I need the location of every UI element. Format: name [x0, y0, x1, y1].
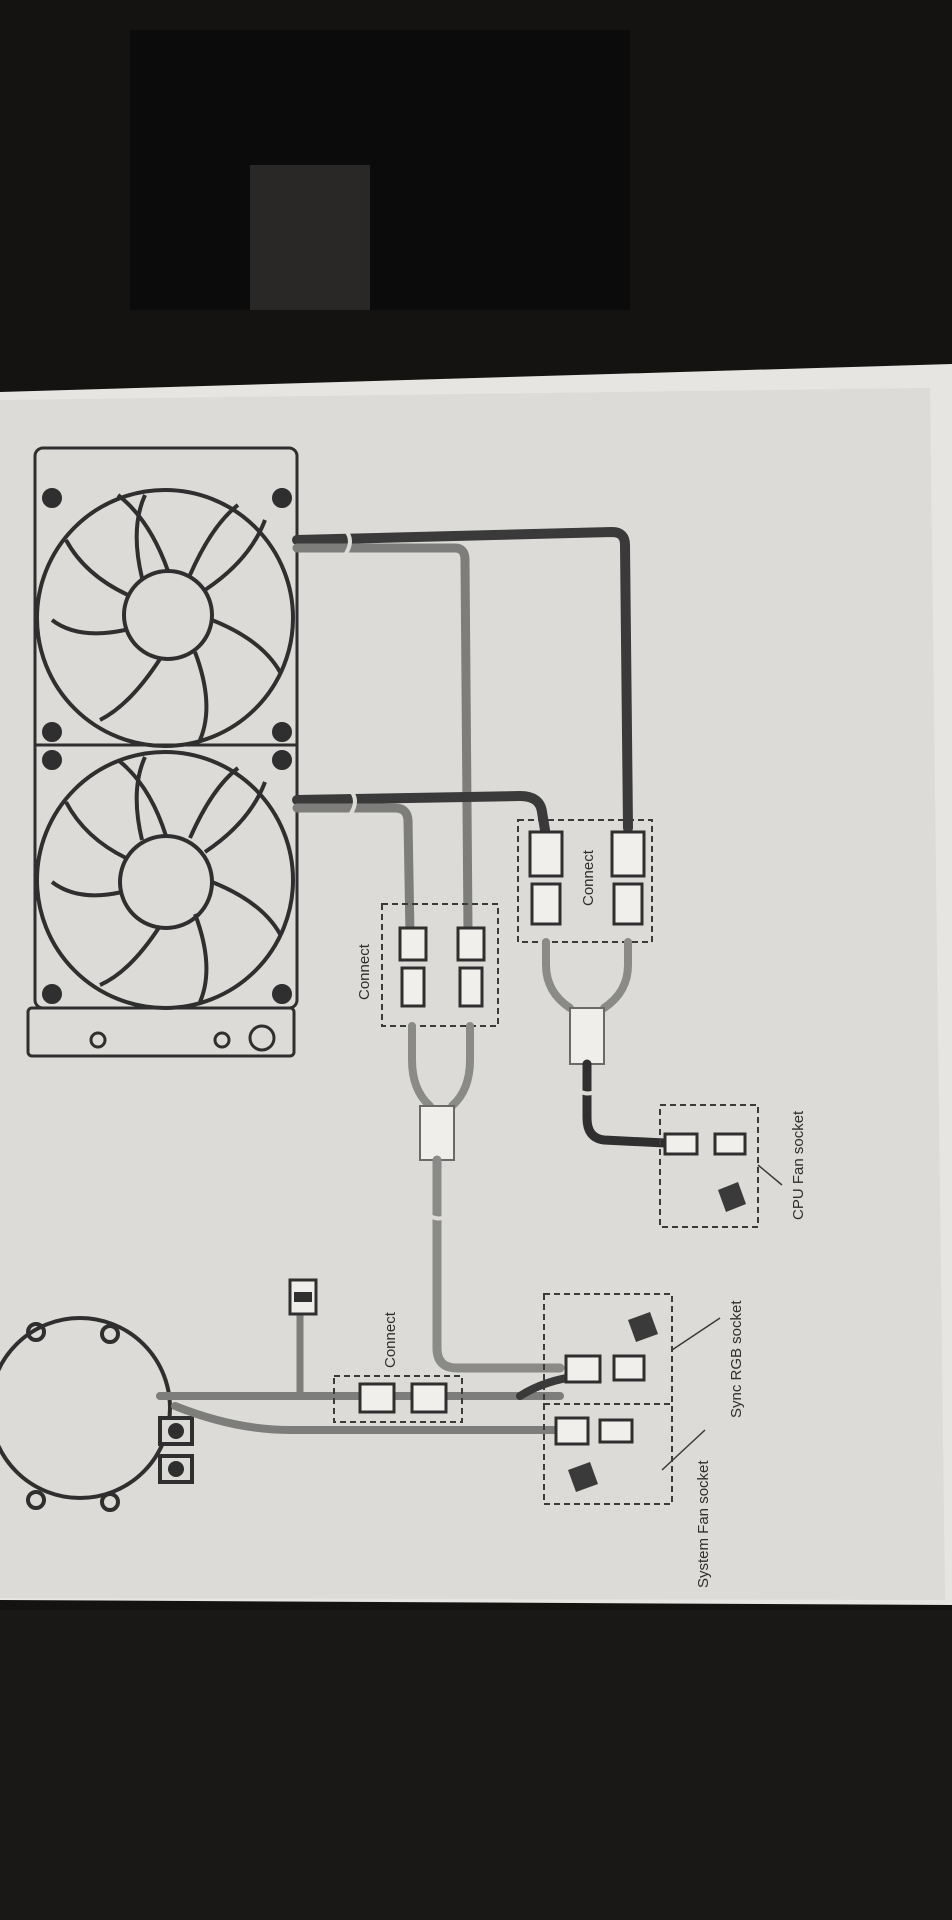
connect-box-pump [333, 1375, 463, 1423]
sync-rgb-socket-box [543, 1293, 721, 1405]
background-object [250, 165, 370, 310]
fan-top [35, 488, 295, 748]
splitter-fan-rgb [542, 938, 670, 1148]
connect-box-fan-rgb [517, 819, 653, 943]
splitter-fan-power [408, 1022, 565, 1373]
system-fan-socket-box [543, 1403, 706, 1505]
fan-bottom [35, 750, 295, 1010]
system-fan-socket-label: System Fan socket [695, 1460, 712, 1588]
connect-label-fan-rgb: Connect [580, 850, 597, 906]
connect-label-pump: Connect [382, 1312, 399, 1368]
connect-box-fan-power [381, 903, 499, 1027]
cable-break-marks [343, 528, 599, 1221]
cpu-fan-socket-box [659, 1104, 783, 1228]
connect-label-fan-power: Connect [356, 944, 373, 1000]
pump-block [0, 1316, 194, 1512]
table-surface [0, 1610, 952, 1920]
background-shadow [130, 30, 630, 310]
fan-cables [292, 527, 633, 940]
cpu-fan-socket-label: CPU Fan socket [790, 1110, 807, 1220]
sync-rgb-socket-label: Sync RGB socket [728, 1300, 745, 1418]
